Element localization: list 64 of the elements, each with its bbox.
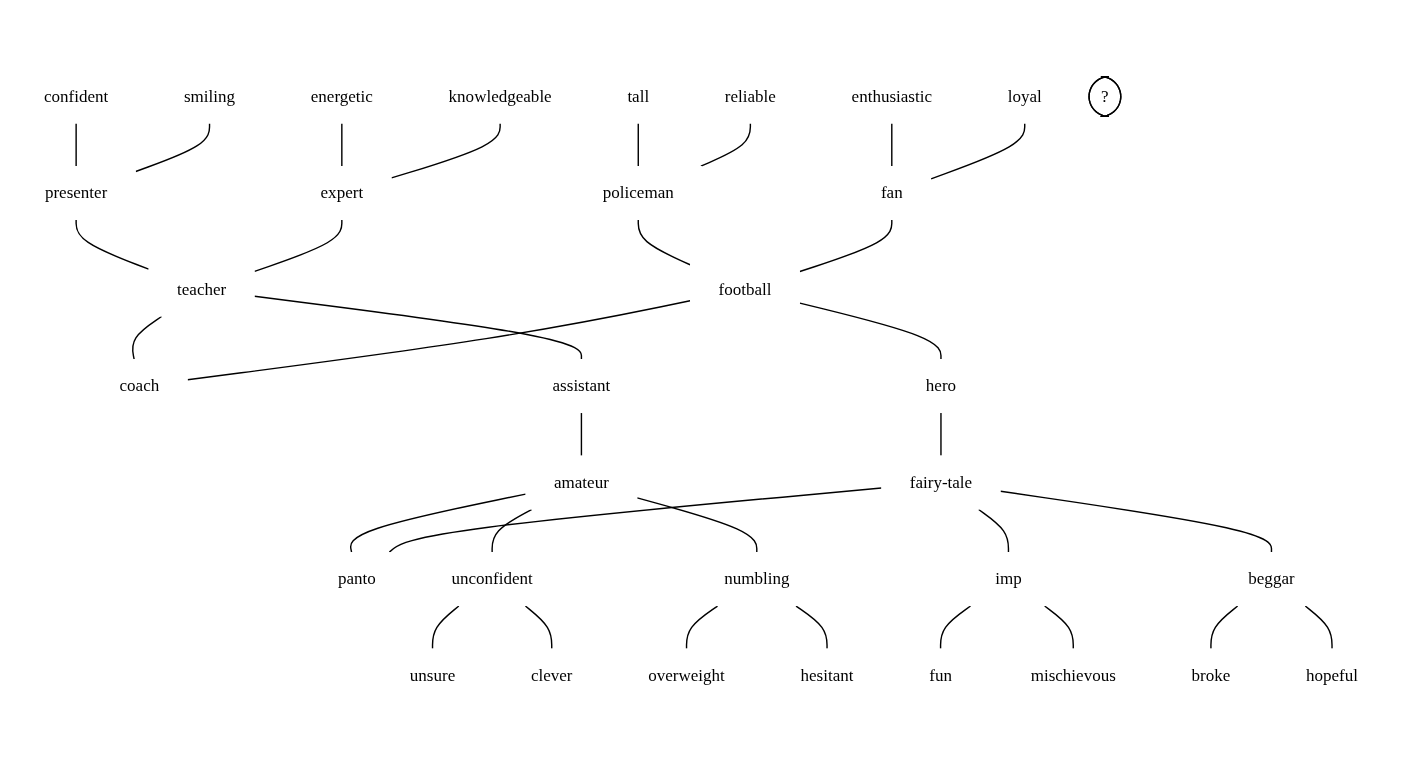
node-text: coach [119,376,160,396]
node-text: fun [929,666,952,686]
node-text: presenter [44,183,108,203]
node-text: policeman [602,183,674,203]
connector [977,509,1010,554]
node-text: teacher [177,280,227,299]
node-text: enthusiastic [851,87,933,106]
connector [637,123,639,168]
node-text: numbling [724,569,790,589]
connector [253,296,583,361]
connector [1210,605,1239,650]
connector [636,497,758,554]
node-text: confident [43,87,109,106]
connector [891,123,893,168]
node-text: tall [627,87,650,106]
node-text: amateur [554,473,609,492]
node-text: hesitant [800,666,854,686]
node-text: imp [995,569,1022,589]
node-text: clever [530,666,573,686]
node-text: energetic [310,87,373,106]
node-text: unconfident [451,569,533,589]
node-text: football [718,280,772,299]
node-text: fan [880,183,903,203]
node-text: loyal [1007,87,1042,106]
connector [940,412,942,457]
connector [349,493,527,554]
connector [1304,605,1333,650]
node-text: overweight [648,666,725,686]
connector [700,123,752,168]
node-text: unsure [409,666,456,686]
connector [939,605,972,650]
node-text: expert [320,183,364,203]
connector [799,219,893,273]
node-text: assistant [552,376,611,396]
connector [491,509,533,554]
node-text: mischievous [1030,666,1116,686]
connector [580,412,583,457]
connector [431,605,460,650]
connector [388,487,883,554]
connector [75,123,77,168]
connector [131,316,163,361]
connector [390,123,501,180]
node-text: hero [925,376,957,396]
connector [524,605,553,650]
node-text: smiling [183,87,236,106]
connector [135,123,211,173]
connector [795,605,828,650]
node-text: fairy-tale [909,473,973,492]
connector [685,605,719,650]
connector [186,300,691,381]
node-text: reliable [724,87,776,106]
node-text: panto [337,569,376,589]
node-text: hopeful [1306,666,1359,686]
connector [341,123,343,168]
connector [637,219,691,266]
node-text: knowledgeable [448,87,552,106]
node-text: beggar [1248,569,1295,589]
connector [253,219,343,273]
connector [75,219,150,271]
connector [999,491,1273,554]
connector [799,302,942,361]
connector [930,123,1026,180]
node-text: broke [1191,666,1231,686]
connector [1043,605,1074,650]
